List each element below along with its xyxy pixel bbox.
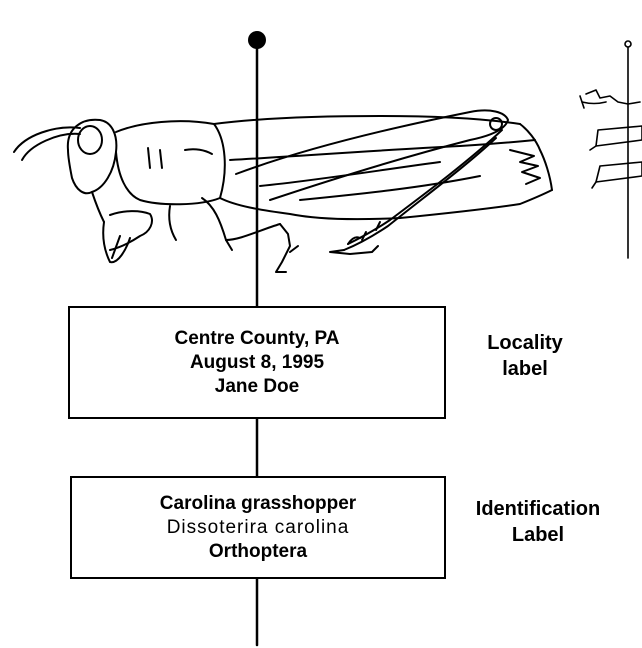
common-name: Carolina grasshopper bbox=[72, 492, 444, 516]
grasshopper-drawing bbox=[14, 110, 552, 272]
locality-place: Centre County, PA bbox=[70, 327, 444, 351]
identification-caption-line-1: Identification bbox=[458, 496, 618, 522]
locality-caption: Locality label bbox=[470, 330, 580, 382]
locality-caption-line-2: label bbox=[470, 356, 580, 382]
identification-caption-line-2: Label bbox=[458, 522, 618, 548]
identification-label: Carolina grasshopper Dissoterira carolin… bbox=[70, 476, 446, 579]
locality-caption-line-1: Locality bbox=[470, 330, 580, 356]
scientific-name: Dissoterira carolina bbox=[72, 516, 444, 540]
pin-head bbox=[248, 31, 266, 49]
locality-label: Centre County, PA August 8, 1995 Jane Do… bbox=[68, 306, 446, 419]
locality-date: August 8, 1995 bbox=[70, 351, 444, 375]
side-pin-illustration bbox=[580, 41, 642, 258]
order-name: Orthoptera bbox=[72, 540, 444, 564]
locality-collector: Jane Doe bbox=[70, 375, 444, 399]
identification-caption: Identification Label bbox=[458, 496, 618, 548]
